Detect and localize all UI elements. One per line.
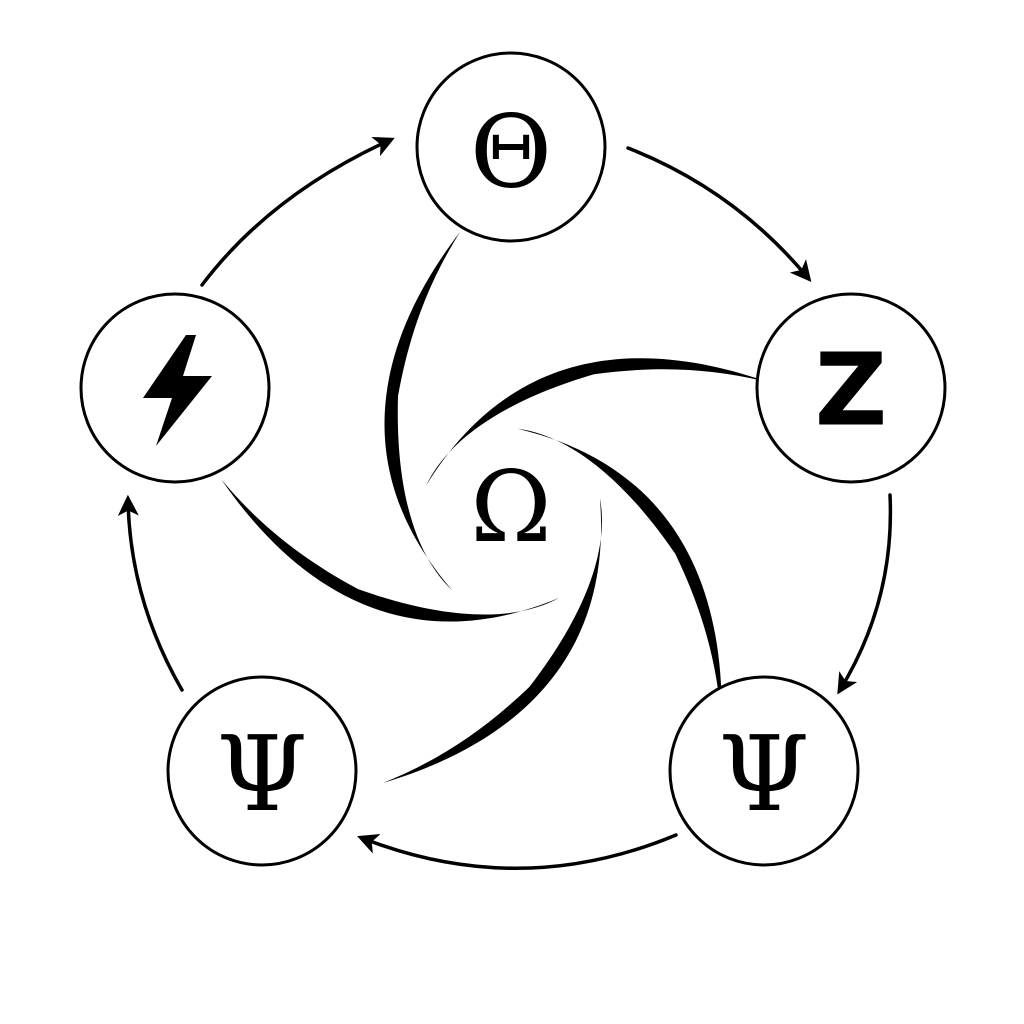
cycle-arrow <box>840 495 890 690</box>
node-left <box>81 294 269 482</box>
node-top: Θ <box>417 53 605 241</box>
theta-symbol: Θ <box>470 94 552 211</box>
cycle-arrow <box>362 835 676 868</box>
cycle-arrow <box>628 148 808 278</box>
swirl-blade <box>405 311 769 493</box>
omega-symbol: Ω <box>470 451 551 565</box>
swirl-blade <box>385 232 460 590</box>
node-right: Z <box>757 294 945 482</box>
psi-symbol: Ψ <box>216 713 307 835</box>
cycle-arrow <box>128 500 182 690</box>
cycle-arrow <box>202 140 390 285</box>
node-bottom-right: Ψ <box>670 677 858 865</box>
zeta-symbol: Z <box>815 332 888 449</box>
psi-symbol: Ψ <box>718 713 809 835</box>
node-bottom-left: Ψ <box>168 677 356 865</box>
center-node: Ω <box>470 451 551 565</box>
